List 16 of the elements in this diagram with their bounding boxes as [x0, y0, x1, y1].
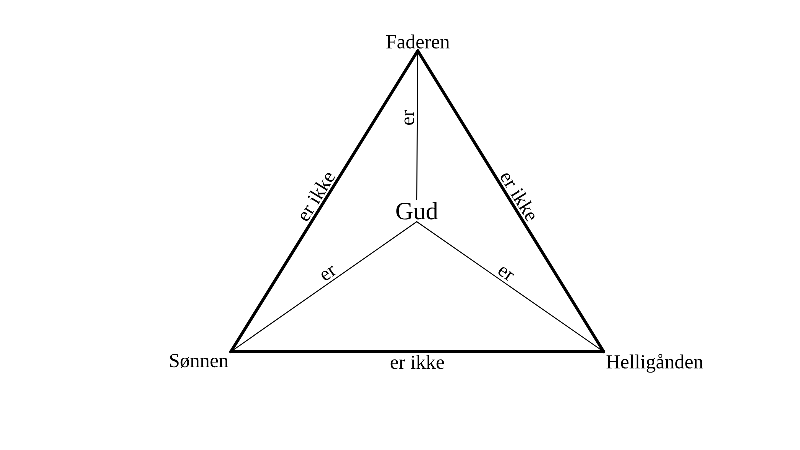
edge-label: er	[322, 266, 336, 280]
connector-line	[230, 50, 420, 354]
edge-label: er	[498, 267, 515, 282]
edge-label: er ikke	[501, 174, 535, 222]
connector-line	[416, 50, 418, 201]
vertex-label: Gud	[396, 202, 438, 220]
connector-line	[230, 350, 606, 354]
edge-label: er ikke	[301, 173, 336, 221]
connector-line	[230, 221, 418, 352]
edge-label: er ikke	[390, 355, 444, 370]
vertex-label: Faderen	[386, 34, 450, 49]
vertex-label: Helligånden	[606, 354, 704, 373]
vertex-label: Sønnen	[170, 354, 228, 368]
connector-line	[416, 221, 604, 352]
edge-label: er	[404, 110, 414, 125]
connector-line	[416, 50, 606, 354]
